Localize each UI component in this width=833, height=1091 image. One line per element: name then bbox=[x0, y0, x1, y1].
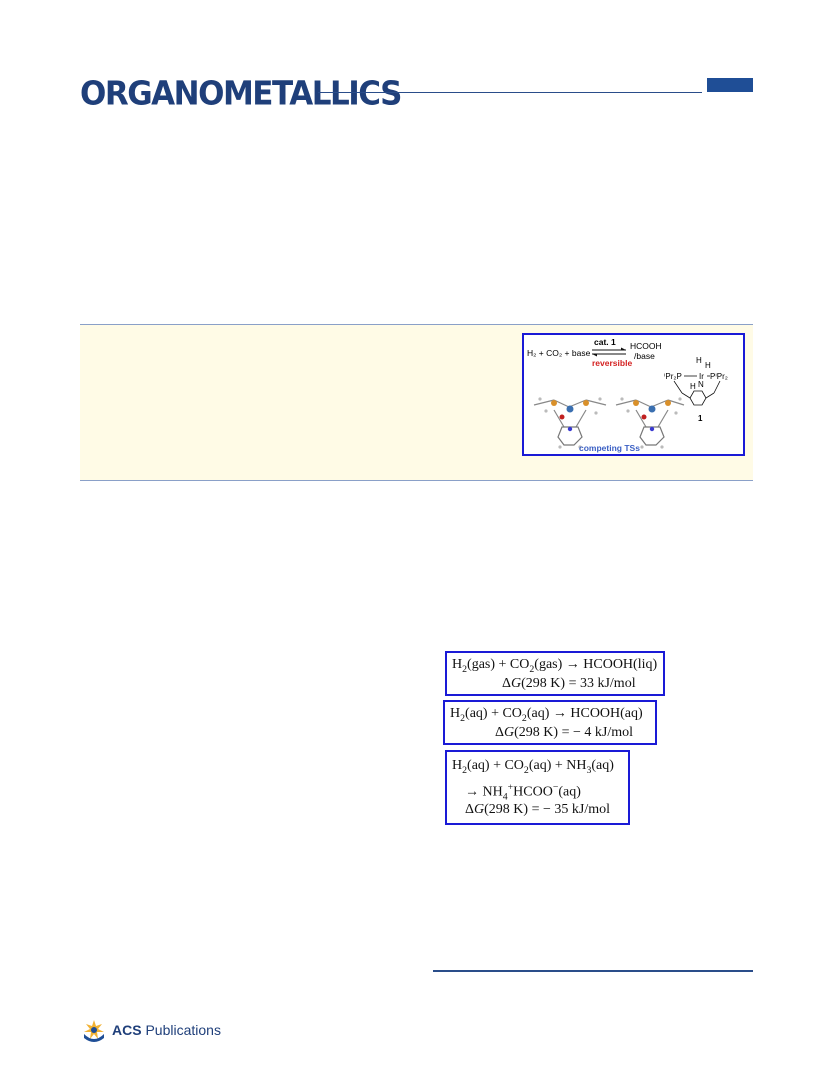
acs-publications-logo[interactable]: ACS Publications bbox=[80, 1014, 221, 1046]
hydride-right: H bbox=[705, 361, 711, 370]
eq-text: H bbox=[452, 758, 463, 773]
eq-sub: 2 bbox=[460, 712, 466, 724]
equation-box-2: H2(aq) + CO2(aq) → HCOOH(aq) ΔG(298 K) =… bbox=[443, 700, 657, 745]
equation-3-line-1: H2(aq) + CO2(aq) + NH3(aq) bbox=[452, 757, 614, 780]
equation-2-line-1: H2(aq) + CO2(aq) → HCOOH(aq) bbox=[450, 705, 643, 728]
eq-text: (aq) + CO bbox=[467, 758, 524, 773]
ch2-arm-left bbox=[673, 380, 683, 394]
publisher-name-rest: Publications bbox=[141, 1022, 221, 1038]
eq-text: (gas) → HCOOH(liq) bbox=[534, 657, 658, 672]
publisher-name-bold: ACS bbox=[112, 1022, 142, 1038]
eq-text: Δ bbox=[495, 725, 505, 740]
eq-sub: 4 bbox=[502, 791, 508, 803]
ligand-right: PⁱPr₂ bbox=[710, 372, 728, 381]
eq-sub: 2 bbox=[462, 663, 468, 675]
eq-sup: + bbox=[507, 782, 514, 793]
equation-box-3: H2(aq) + CO2(aq) + NH3(aq) → NH4+HCOO−(a… bbox=[445, 750, 630, 825]
eq-text: H bbox=[450, 706, 461, 721]
eq-sub: 2 bbox=[523, 764, 529, 776]
eq-text: (aq) → HCOOH(aq) bbox=[526, 706, 643, 721]
pyridine-ring bbox=[689, 390, 707, 406]
equation-2-line-2: ΔG(298 K) = − 4 kJ/mol bbox=[495, 724, 633, 742]
eq-sub: 2 bbox=[529, 663, 535, 675]
transition-state-left bbox=[533, 397, 607, 449]
eq-text: (gas) + CO bbox=[467, 657, 530, 672]
eq-sub: 2 bbox=[462, 764, 468, 776]
acs-emblem-icon bbox=[84, 1020, 104, 1042]
equation-3-line-3: ΔG(298 K) = − 35 kJ/mol bbox=[465, 801, 610, 819]
ch2-arm-left-2 bbox=[681, 392, 691, 399]
eq-text: G bbox=[511, 676, 522, 691]
toc-graphic: cat. 1 H₂ + CO₂ + base HCOOH /base rever… bbox=[522, 333, 745, 456]
eq-text: (298 K) = 33 kJ/mol bbox=[521, 676, 636, 691]
metal-center: Ir bbox=[699, 372, 704, 381]
publisher-name: ACS Publications bbox=[112, 1022, 221, 1038]
eq-text: Δ bbox=[465, 802, 475, 817]
eq-text: H bbox=[452, 657, 463, 672]
equation-box-1: H2(gas) + CO2(gas) → HCOOH(liq) ΔG(298 K… bbox=[445, 651, 665, 696]
pyridine-nitrogen: N bbox=[698, 380, 704, 389]
toc-catalyst-label: cat. 1 bbox=[594, 337, 616, 347]
toc-caption: competing TSs bbox=[579, 443, 640, 453]
toc-product-bottom: /base bbox=[634, 351, 655, 361]
eq-sub: 3 bbox=[586, 764, 592, 776]
toc-reverse-arrowhead bbox=[592, 354, 597, 357]
pincer-complex: ⁱPr₂P PⁱPr₂ Ir H H H N 1 bbox=[664, 356, 728, 423]
eq-text: → NH bbox=[465, 784, 503, 800]
equation-1-line-2: ΔG(298 K) = 33 kJ/mol bbox=[502, 675, 636, 693]
footnote-rule bbox=[433, 970, 753, 972]
eq-text: (aq) + NH bbox=[528, 758, 587, 773]
eq-text: (298 K) = − 35 kJ/mol bbox=[484, 802, 610, 817]
eq-sub: 2 bbox=[521, 712, 527, 724]
equation-1-line-1: H2(gas) + CO2(gas) → HCOOH(liq) bbox=[452, 656, 657, 679]
eq-sup: − bbox=[552, 782, 559, 793]
eq-text: (aq) bbox=[558, 784, 581, 800]
eq-text: (298 K) = − 4 kJ/mol bbox=[514, 725, 633, 740]
eq-text: (aq) + CO bbox=[465, 706, 522, 721]
equation-3-line-2: → NH4+HCOO−(aq) bbox=[465, 779, 581, 806]
hydride-top: H bbox=[696, 356, 702, 365]
toc-reversible-label: reversible bbox=[592, 358, 632, 368]
eq-text: G bbox=[474, 802, 485, 817]
transition-state-right bbox=[615, 397, 685, 449]
compound-number: 1 bbox=[698, 414, 703, 423]
ligand-left: ⁱPr₂P bbox=[664, 372, 682, 381]
eq-text: (aq) bbox=[591, 758, 614, 773]
ch2-arm-right bbox=[713, 380, 721, 394]
header-rule bbox=[318, 92, 702, 93]
header-accent-block bbox=[707, 78, 753, 92]
toc-reactants: H₂ + CO₂ + base bbox=[527, 348, 591, 358]
eq-text: HCOO bbox=[513, 784, 553, 800]
ch2-arm-right-2 bbox=[705, 392, 715, 399]
hydride-bottom: H bbox=[690, 382, 696, 391]
journal-title: ORGANOMETALLICS bbox=[80, 75, 402, 113]
toc-product-top: HCOOH bbox=[630, 341, 662, 351]
toc-graphic-svg: cat. 1 H₂ + CO₂ + base HCOOH /base rever… bbox=[527, 337, 728, 453]
toc-forward-arrowhead bbox=[621, 347, 626, 350]
eq-text: G bbox=[504, 725, 515, 740]
eq-text: Δ bbox=[502, 676, 512, 691]
